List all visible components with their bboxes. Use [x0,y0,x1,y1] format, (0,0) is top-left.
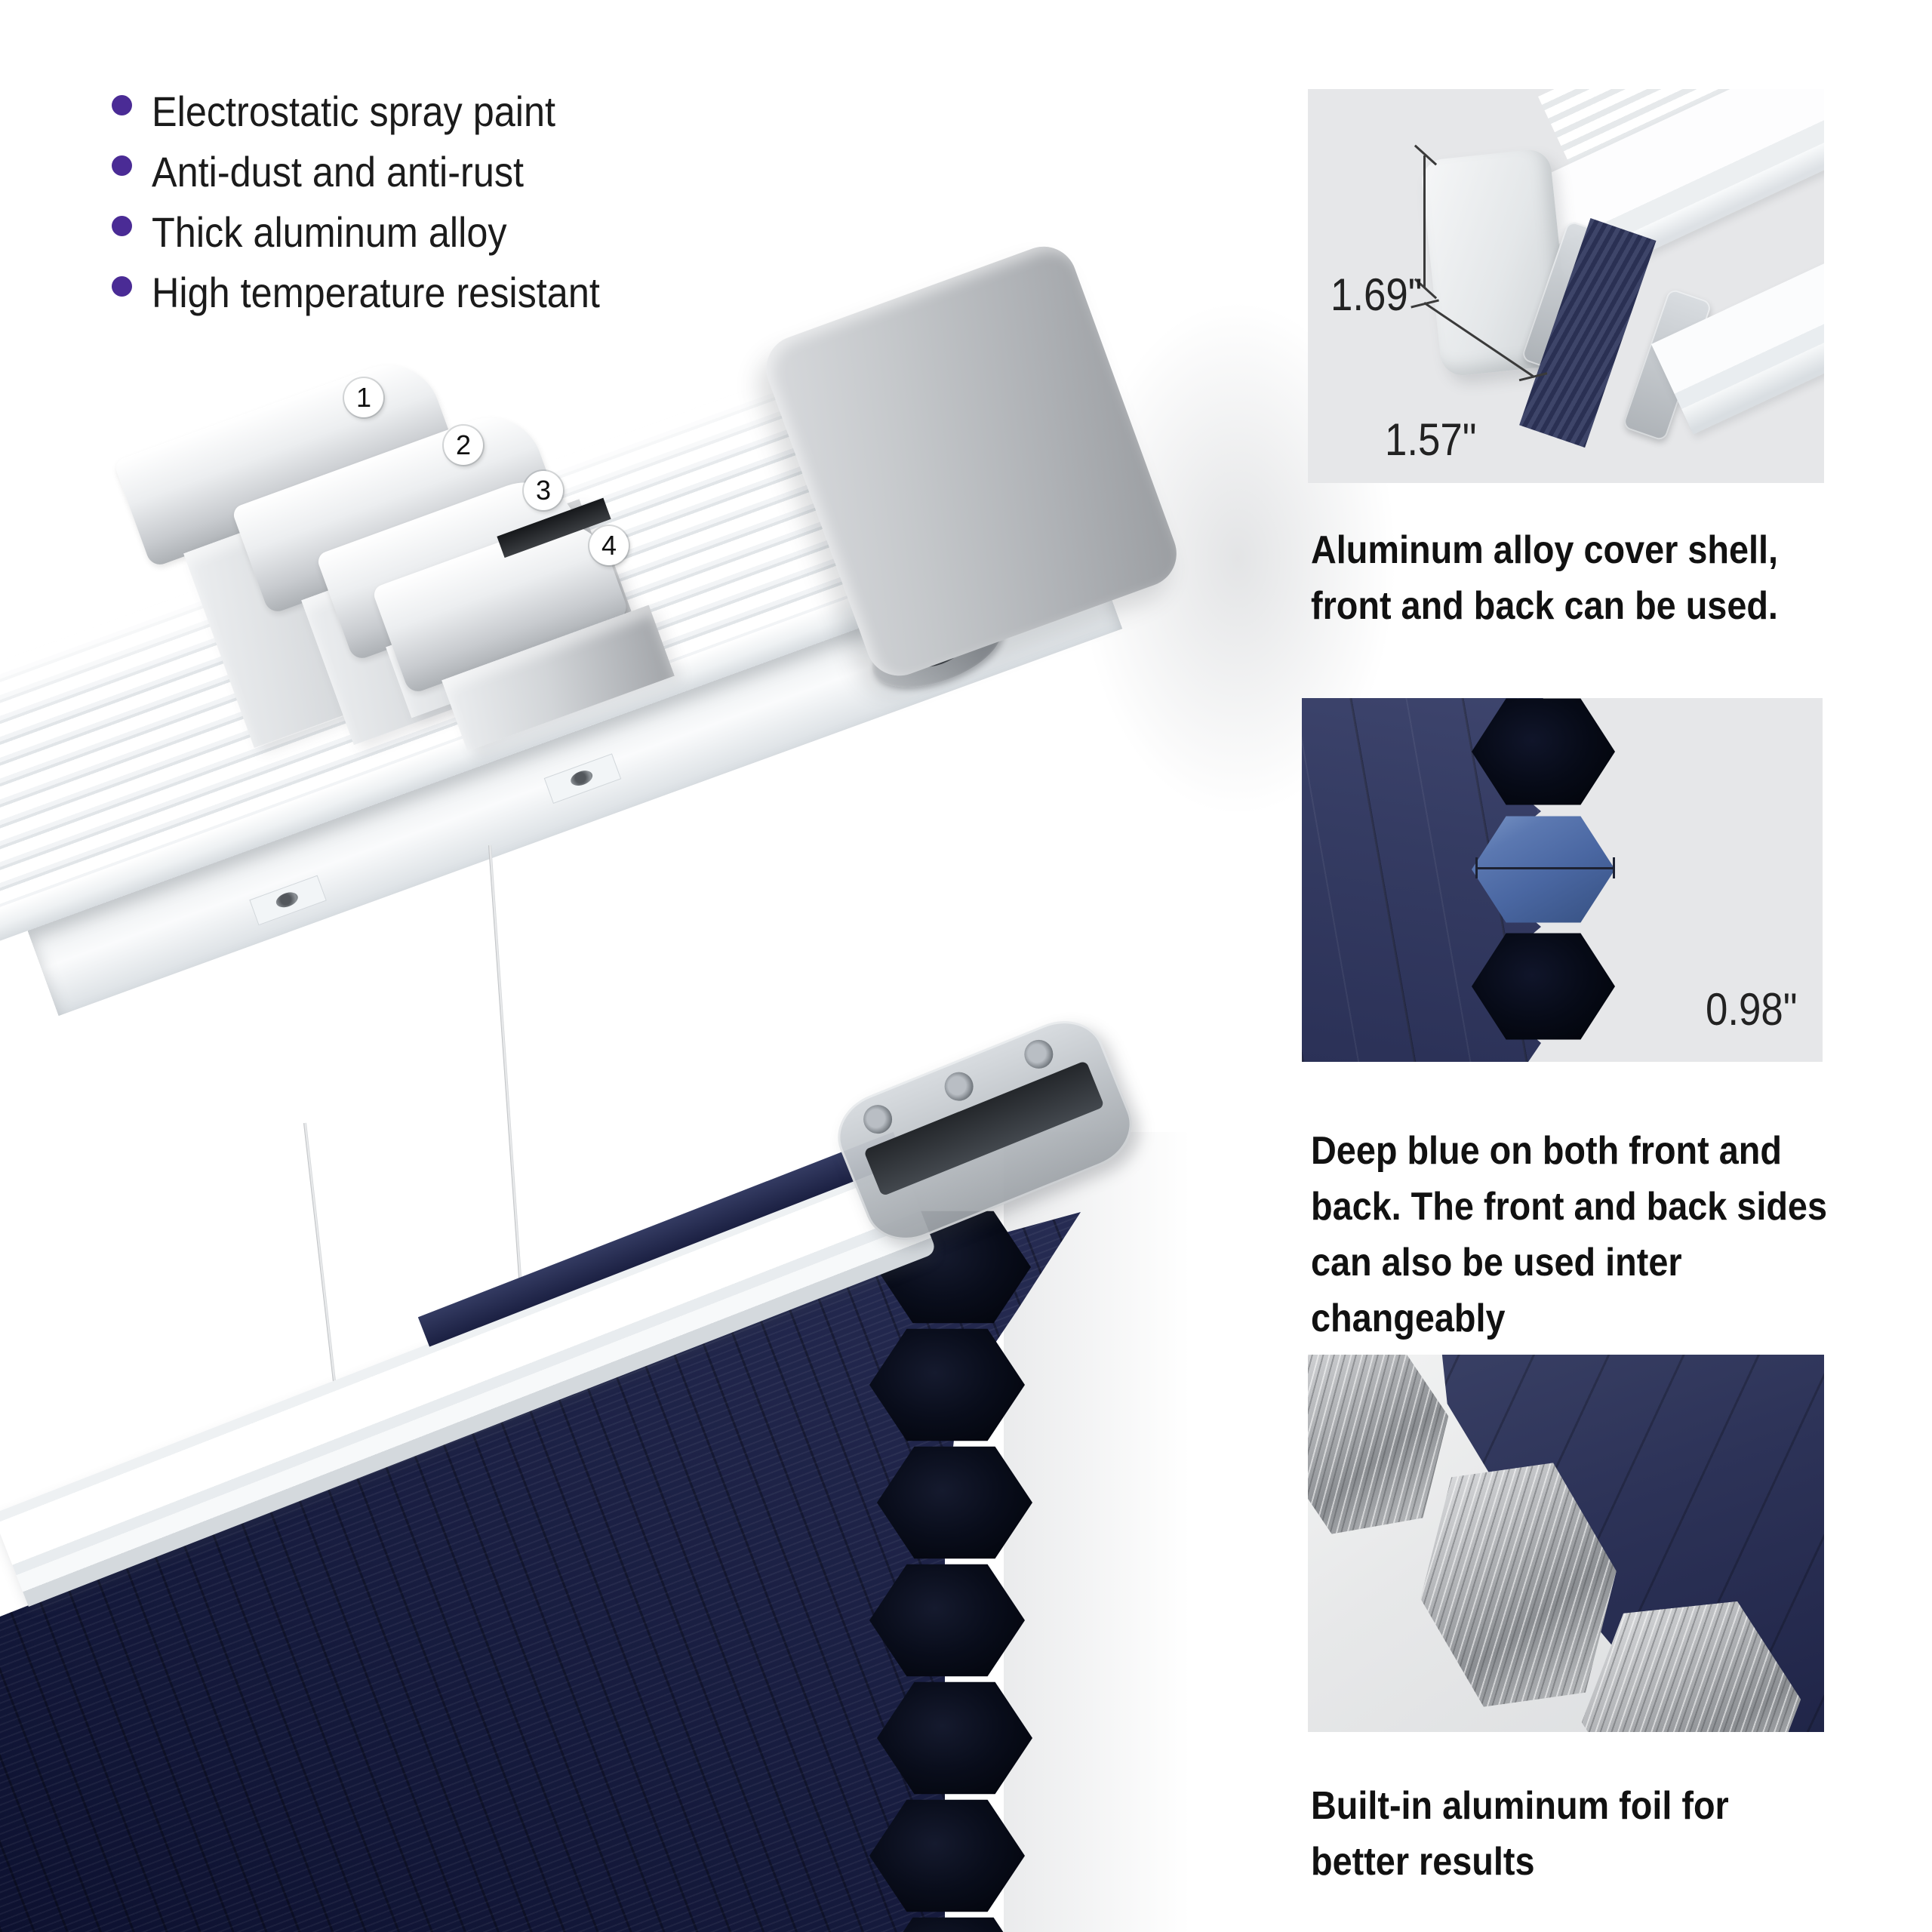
feature-text: High temperature resistant [152,269,600,316]
inset-panel-aluminum-foil [1308,1355,1824,1732]
caption-line: back. The front and back sides [1311,1185,1827,1229]
clip-hole [859,1100,897,1138]
bullet-icon [112,95,132,115]
caption-cell: Deep blue on both front and back. The fr… [1311,1123,1827,1346]
caption-line: Deep blue on both front and [1311,1129,1782,1173]
cell-opening [875,1917,1031,1932]
caption-line: Built-in aluminum foil for [1311,1784,1729,1828]
feature-item: Electrostatic spray paint [112,85,650,145]
dimension-line-cell [1475,857,1615,878]
inset-panel-rail-dimensions: 1.69" 1.57" [1308,89,1824,483]
cell-opening [877,1681,1032,1795]
lift-cord-left [303,1122,337,1395]
callout-2: 2 [444,426,483,465]
cell-opening [869,1564,1025,1677]
callout-1: 1 [344,378,383,417]
inset-panel-cell-size: 0.98" [1302,698,1823,1062]
clip-hole [940,1067,978,1106]
callout-3: 3 [524,471,563,510]
caption-line: front and back can be used. [1311,584,1778,628]
clip-slot [863,1060,1105,1197]
bullet-icon [112,216,132,236]
width-measurement: 1.57" [1385,414,1477,465]
height-measurement: 1.69" [1331,269,1423,320]
caption-line: Aluminum alloy cover shell, [1311,528,1778,572]
caption-line: better results [1311,1840,1535,1884]
feature-item: Anti-dust and anti-rust [112,145,650,205]
feature-item: High temperature resistant [112,266,650,326]
cell-measurement: 0.98" [1706,984,1798,1035]
cell-opening [869,1799,1025,1912]
dimension-line-height [1423,155,1426,288]
clip-hole [1020,1035,1058,1073]
lift-cord-right [488,844,525,1318]
feature-text: Thick aluminum alloy [152,208,507,256]
callout-4: 4 [589,526,629,565]
feature-list: Electrostatic spray paint Anti-dust and … [112,85,650,326]
bullet-icon [112,276,132,297]
cell-opening [1472,933,1615,1040]
caption-rail: Aluminum alloy cover shell, front and ba… [1311,522,1778,634]
caption-foil: Built-in aluminum foil for better result… [1311,1778,1729,1890]
bullet-icon [112,155,132,176]
cell-opening [869,1328,1025,1441]
feature-text: Electrostatic spray paint [152,88,556,135]
cell-opening [1472,698,1615,805]
caption-line: changeably [1311,1297,1506,1340]
caption-line: can also be used inter [1311,1241,1682,1284]
feature-text: Anti-dust and anti-rust [152,148,525,195]
feature-item: Thick aluminum alloy [112,205,650,266]
cell-opening [877,1446,1032,1559]
highlighted-cell [1472,816,1615,923]
